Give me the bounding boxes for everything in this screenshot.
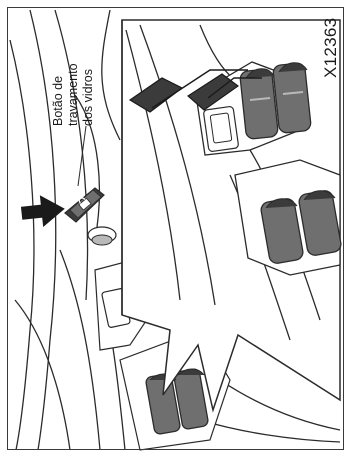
figure-border [7, 7, 344, 450]
